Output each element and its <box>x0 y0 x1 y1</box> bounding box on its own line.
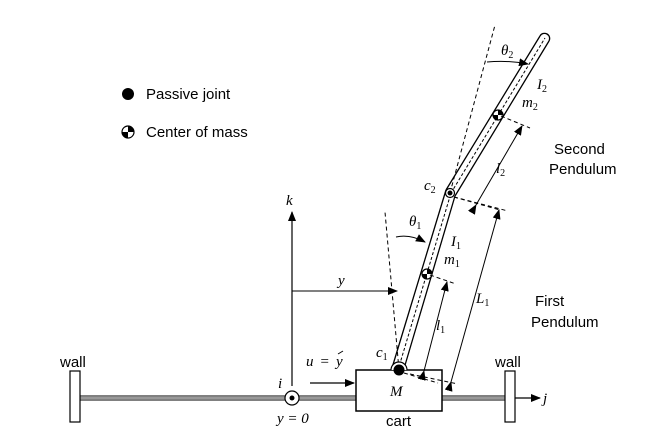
joint-c2-icon <box>444 187 456 199</box>
center-of-mass-icon <box>121 125 135 139</box>
axis-i-label: i <box>278 376 282 392</box>
L1-dimension <box>409 196 509 392</box>
legend-passive-joint-label: Passive joint <box>146 86 231 103</box>
second-pendulum-caption-line2: Pendulum <box>549 161 617 178</box>
first-pendulum-bar <box>391 189 456 373</box>
l2-label: l2 <box>496 161 505 179</box>
m2-label: m2 <box>522 95 538 113</box>
left-wall <box>69 370 81 423</box>
center-of-mass-m1-icon <box>421 268 433 280</box>
second-pendulum-caption-line1: Second <box>554 141 605 158</box>
axis-j-label: j <box>541 391 547 407</box>
legend: Passive joint Center of mass <box>121 86 248 141</box>
I2-label: I2 <box>536 77 547 95</box>
l1-dimension <box>403 274 457 384</box>
second-extension-reference <box>449 24 496 194</box>
axis-k-label: k <box>286 193 293 209</box>
center-of-mass-m2-icon <box>492 109 504 121</box>
input-force-label: u = y <box>306 353 343 370</box>
origin-marker <box>284 390 300 406</box>
right-wall <box>504 370 516 423</box>
y-distance-label: y <box>336 273 345 289</box>
joint-c1-icon <box>390 361 408 376</box>
left-wall-label: wall <box>59 354 86 371</box>
l1-label: l1 <box>436 318 445 336</box>
first-pendulum-caption-line2: Pendulum <box>531 314 599 331</box>
right-wall-label: wall <box>494 354 521 371</box>
legend-center-of-mass-label: Center of mass <box>146 124 248 141</box>
c1-label: c1 <box>376 345 388 363</box>
cart-label: cart <box>386 413 412 430</box>
passive-joint-icon <box>122 88 134 100</box>
theta1-label: θ1 <box>409 214 421 232</box>
m1-label: m1 <box>444 252 460 270</box>
input-force-dot <box>337 350 344 355</box>
l2-dimension <box>453 115 531 215</box>
y-zero-label: y = 0 <box>275 411 309 427</box>
c2-label: c2 <box>424 178 436 196</box>
theta2-label: θ2 <box>501 43 513 61</box>
theta1-arc <box>395 234 426 243</box>
first-vertical-reference <box>384 211 400 371</box>
theta2-arc <box>486 58 529 67</box>
first-pendulum-caption-line1: First <box>535 293 565 310</box>
L1-label: L1 <box>475 291 489 309</box>
cart-mass-label: M <box>389 384 404 400</box>
I1-label: I1 <box>450 234 461 252</box>
